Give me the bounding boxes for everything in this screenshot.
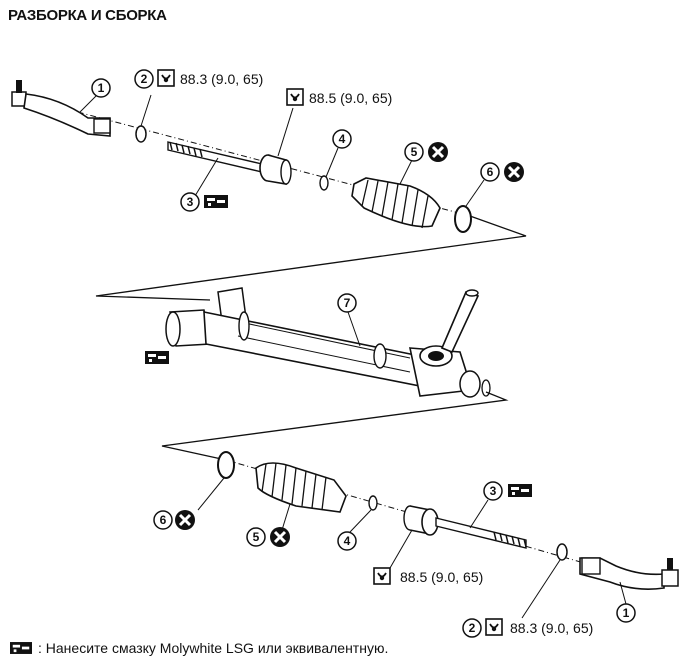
svg-text:4: 4 xyxy=(339,132,346,146)
grease-icon xyxy=(145,351,169,364)
inner-socket-bottom xyxy=(389,505,439,569)
inner-tie-rod-bottom xyxy=(435,499,527,549)
outer-tie-rod-end-bottom xyxy=(579,557,679,605)
connector-line-bottom xyxy=(161,391,509,461)
svg-text:7: 7 xyxy=(344,296,351,310)
torque-wrench-icon xyxy=(373,567,391,585)
callout-4-top: 4 xyxy=(332,129,352,149)
connector-line-top xyxy=(95,215,527,301)
lock-nut-bottom xyxy=(521,543,568,619)
torque-value-tie-rod-nut-bottom: 88.3 (9.0, 65) xyxy=(510,620,593,636)
centerline-top xyxy=(39,101,471,217)
svg-text:6: 6 xyxy=(487,165,494,179)
outer-tie-rod-end-top xyxy=(11,80,111,137)
boot-bottom xyxy=(255,462,347,531)
svg-text:2: 2 xyxy=(469,621,476,635)
inner-socket-top xyxy=(259,107,294,185)
svg-text:1: 1 xyxy=(98,81,105,95)
do-not-reuse-icon xyxy=(173,508,197,532)
callout-1-bottom: 1 xyxy=(616,603,636,623)
torque-value-tie-rod-nut-top: 88.3 (9.0, 65) xyxy=(180,71,263,87)
do-not-reuse-icon xyxy=(426,140,450,164)
grease-icon xyxy=(508,484,532,497)
boot-clip-bottom xyxy=(349,495,378,533)
boot-band-top xyxy=(454,179,485,233)
callout-5-bottom: 5 xyxy=(246,527,266,547)
callout-7: 7 xyxy=(337,293,357,313)
legend-note: : Нанесите смазку Molywhite LSG или экви… xyxy=(10,640,388,656)
boot-band-bottom xyxy=(197,451,235,511)
page-title: РАЗБОРКА И СБОРКА xyxy=(8,7,167,24)
torque-wrench-icon xyxy=(157,69,175,87)
do-not-reuse-icon xyxy=(502,160,526,184)
do-not-reuse-icon xyxy=(268,525,292,549)
steering-gear-housing xyxy=(165,287,491,398)
grease-icon xyxy=(10,642,32,654)
torque-value-inner-socket-top: 88.5 (9.0, 65) xyxy=(309,90,392,106)
svg-text:1: 1 xyxy=(623,606,630,620)
callout-2-top: 2 xyxy=(134,69,154,89)
torque-wrench-icon xyxy=(286,88,304,106)
boot-clip-top xyxy=(319,147,339,191)
svg-text:3: 3 xyxy=(187,195,194,209)
svg-text:2: 2 xyxy=(141,72,148,86)
boot-top xyxy=(351,159,441,229)
callout-3-bottom: 3 xyxy=(483,481,503,501)
svg-text:5: 5 xyxy=(253,530,260,544)
torque-value-inner-socket-bottom: 88.5 (9.0, 65) xyxy=(400,569,483,585)
grease-icon xyxy=(204,195,228,208)
callout-2-bottom: 2 xyxy=(462,618,482,638)
svg-text:4: 4 xyxy=(344,534,351,548)
torque-wrench-icon xyxy=(485,618,503,636)
svg-text:3: 3 xyxy=(490,484,497,498)
svg-text:5: 5 xyxy=(411,145,418,159)
svg-text:6: 6 xyxy=(160,513,167,527)
callout-6-top: 6 xyxy=(480,162,500,182)
lock-nut-top xyxy=(135,94,152,143)
callout-3-top: 3 xyxy=(180,192,200,212)
callout-6-bottom: 6 xyxy=(153,510,173,530)
callout-4-bottom: 4 xyxy=(337,531,357,551)
inner-tie-rod-top xyxy=(167,141,263,197)
callout-5-top: 5 xyxy=(404,142,424,162)
callout-1-top: 1 xyxy=(79,78,111,113)
legend-note-text: : Нанесите смазку Molywhite LSG или экви… xyxy=(38,640,389,656)
